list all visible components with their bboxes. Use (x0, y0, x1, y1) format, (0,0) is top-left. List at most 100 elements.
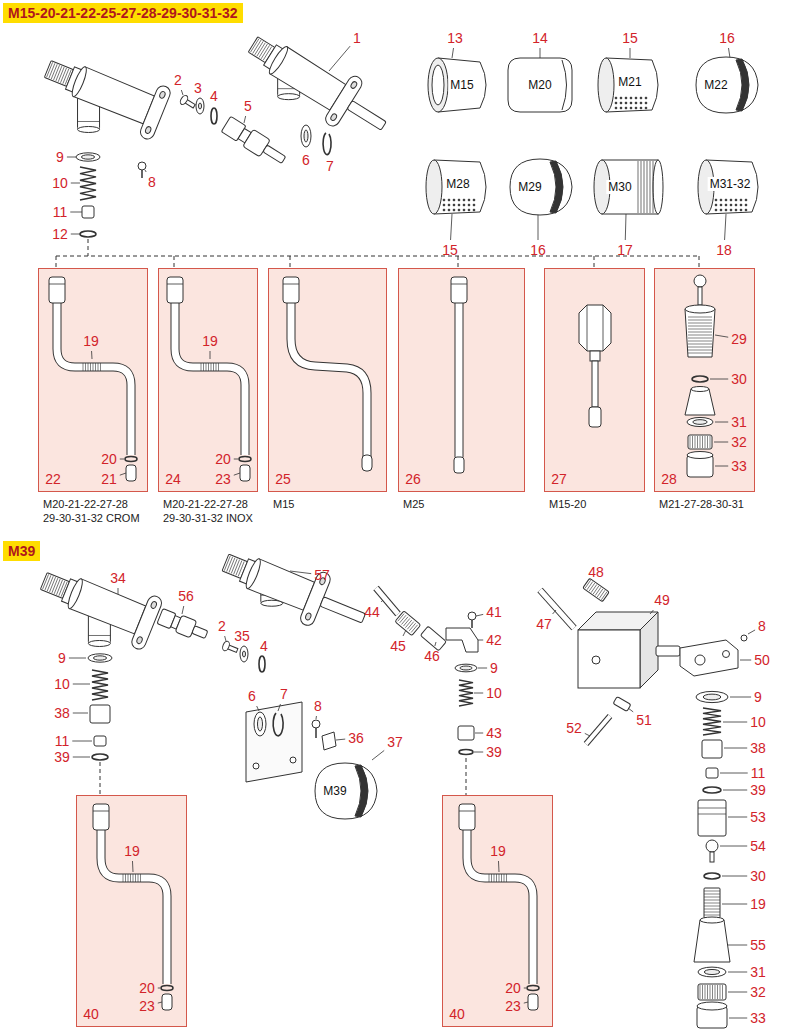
thread (688, 320, 712, 321)
thread (93, 363, 94, 371)
part-outline (81, 155, 94, 159)
callout-number: 18 (716, 243, 732, 257)
callout-number: 35 (234, 629, 250, 643)
leader-line (628, 708, 633, 712)
part-outline (458, 199, 460, 201)
part-outline (698, 287, 702, 305)
callout-number: 20 (101, 452, 117, 466)
part-outline (720, 209, 722, 211)
variant-box: 19202324M20-21-22-27-28 29-30-31-32 INOX (158, 268, 258, 492)
leader-line (69, 658, 86, 659)
thread (85, 363, 86, 371)
variant-box: 27M15-20 (544, 268, 645, 492)
callout-number: 23 (139, 999, 155, 1013)
part-outline (592, 361, 598, 407)
knob-part: M21 (590, 50, 670, 120)
part-outline (451, 277, 467, 303)
callout-number: 40 (83, 1007, 99, 1021)
part-outline (240, 646, 248, 662)
callout-number: 11 (55, 734, 70, 748)
thread (722, 985, 723, 999)
leader-line (210, 351, 211, 359)
callout-number: 53 (750, 810, 766, 824)
part-outline (703, 694, 721, 700)
part-outline (459, 804, 475, 830)
leader-line (585, 733, 590, 736)
part-outline (698, 984, 726, 1000)
variant-box: 25M15 (268, 268, 387, 492)
part-outline (656, 646, 680, 656)
model-label: M20 (526, 78, 553, 92)
thread (403, 618, 409, 626)
leader-line (723, 790, 747, 791)
part-outline (428, 58, 448, 112)
part-outline (736, 59, 749, 111)
thread (710, 985, 711, 999)
callout-number: 12 (52, 227, 68, 241)
leader-line (478, 640, 483, 641)
thread (506, 874, 507, 882)
callout-number: 19 (490, 844, 506, 858)
thread (707, 985, 708, 999)
tube (586, 716, 610, 744)
part-outline (159, 91, 166, 99)
thread (593, 586, 599, 594)
part-outline (304, 130, 308, 142)
part-outline (696, 57, 758, 113)
part-outline (267, 45, 291, 76)
part-outline (706, 840, 718, 852)
edge-line (78, 121, 100, 122)
part-outline (602, 160, 658, 214)
thread (695, 436, 696, 448)
thread (688, 317, 712, 318)
callout-number: 54 (750, 839, 766, 853)
edge-line (644, 161, 645, 213)
callout-number: 21 (101, 472, 117, 486)
thread (715, 985, 716, 999)
thread (234, 560, 240, 575)
part-outline (66, 577, 85, 610)
thread (688, 326, 712, 327)
part-outline (723, 651, 730, 658)
part-outline (578, 630, 640, 688)
thread (400, 615, 406, 623)
leader-line (715, 466, 728, 467)
leader-line (498, 861, 500, 872)
leader-line (91, 351, 92, 359)
callout-number: 40 (449, 1007, 465, 1021)
part-outline (706, 160, 758, 214)
variant-box: 293031323328M21-27-28-30-31 (654, 268, 755, 492)
leader-line (720, 773, 748, 774)
tube (175, 303, 245, 455)
part-outline (645, 97, 647, 99)
part-outline (347, 101, 386, 131)
callout-number: 39 (54, 750, 70, 764)
edge-line (283, 284, 299, 285)
part-outline (138, 84, 172, 141)
thread (45, 575, 51, 590)
variant-caption: M20-21-22-27-28 29-30-31-32 INOX (163, 497, 265, 525)
part-outline (278, 94, 300, 100)
part-outline (688, 435, 712, 449)
o-ring (459, 750, 473, 755)
callout-number: 10 (750, 715, 766, 729)
variant-drawing (269, 269, 388, 493)
leader-line (538, 214, 539, 240)
tube (586, 716, 610, 744)
part-outline (592, 656, 600, 664)
part-outline (468, 204, 470, 206)
callout-number: 25 (275, 472, 291, 486)
part-outline (301, 125, 311, 147)
part-outline (735, 199, 737, 201)
callout-number: 26 (405, 472, 421, 486)
thread (705, 985, 706, 999)
leader-line (290, 571, 311, 574)
part-outline (687, 417, 713, 426)
leader-line (316, 716, 317, 719)
part-outline (76, 153, 100, 161)
part-outline (715, 199, 717, 201)
part-outline (685, 305, 715, 313)
tube (456, 303, 463, 457)
part-outline (175, 615, 197, 638)
